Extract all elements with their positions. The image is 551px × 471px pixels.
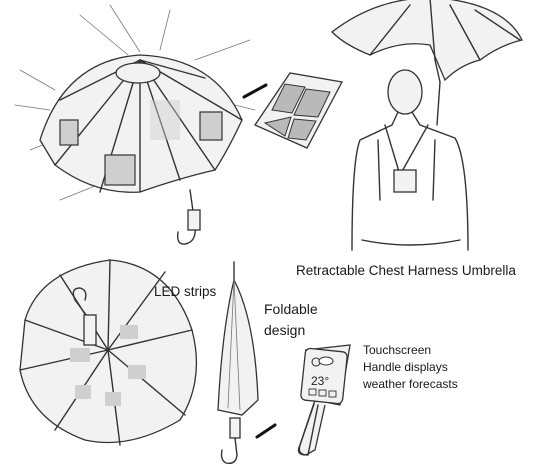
connector-line-top bbox=[242, 83, 268, 99]
solar-umbrella bbox=[39, 54, 243, 245]
connector-line-bottom bbox=[255, 423, 277, 439]
touchscreen-caption: Touchscreen Handle displays weather fore… bbox=[363, 343, 458, 391]
forecast-icon bbox=[308, 388, 317, 396]
temperature-readout: 23° bbox=[311, 374, 329, 388]
forecast-icon bbox=[328, 390, 337, 398]
solar-panel-detail bbox=[254, 72, 343, 149]
led-umbrella bbox=[19, 259, 198, 446]
foldable-caption: Foldable design bbox=[264, 301, 318, 338]
touchscreen-handle: 23° bbox=[297, 344, 351, 456]
forecast-icon bbox=[318, 389, 327, 397]
led-caption: LED strips bbox=[154, 284, 217, 299]
harness-caption: Retractable Chest Harness Umbrella bbox=[296, 263, 516, 278]
folded-umbrella bbox=[217, 261, 259, 465]
cloud-icon bbox=[318, 356, 334, 366]
chest-harness-umbrella bbox=[331, 0, 523, 251]
